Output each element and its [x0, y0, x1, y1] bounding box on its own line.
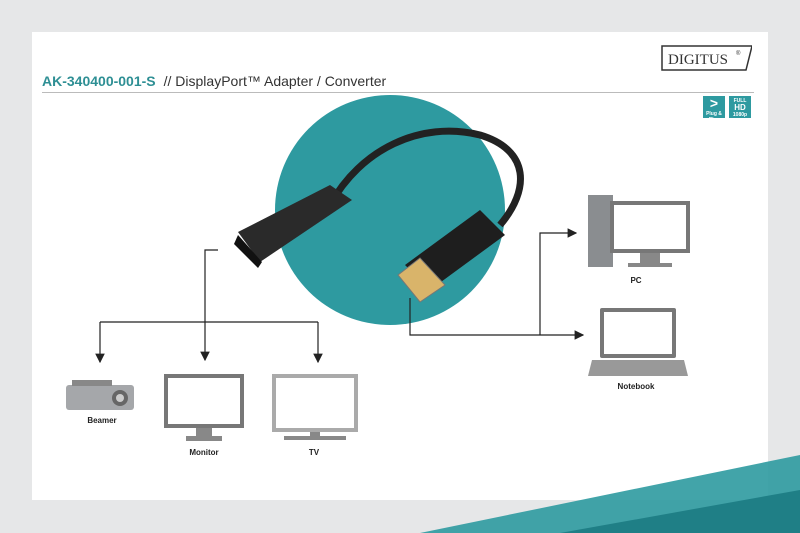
- pc-label: PC: [630, 276, 642, 285]
- plug-and-play-icon: >Plug & Play: [703, 96, 725, 123]
- beamer-icon: [66, 380, 134, 410]
- svg-text:DIGITUS: DIGITUS: [668, 52, 728, 68]
- badge-label: 1080p: [732, 112, 748, 118]
- page-title: AK-340400-001-S // DisplayPort™ Adapter /…: [42, 73, 386, 89]
- connection-lines: [95, 228, 585, 364]
- notebook-icon: [588, 308, 688, 376]
- notebook-label: Notebook: [617, 382, 655, 391]
- svg-text:®: ®: [736, 50, 741, 57]
- tv-label: TV: [308, 448, 320, 457]
- product-title: // DisplayPort™ Adapter / Converter: [163, 73, 387, 89]
- pc-icon: [588, 195, 690, 267]
- beamer-label: Beamer: [87, 416, 117, 425]
- monitor-icon: [164, 374, 244, 441]
- badge-mid: HD: [734, 103, 746, 112]
- badge-top: FULL: [733, 98, 747, 104]
- product-code: AK-340400-001-S: [42, 73, 156, 89]
- adapter-cable: [234, 127, 524, 303]
- digitus-logo: DIGITUS ®: [660, 44, 753, 72]
- badge-label: Plug & Play: [706, 111, 722, 123]
- monitor-label: Monitor: [189, 448, 219, 457]
- divider: [42, 92, 754, 93]
- tv-icon: [272, 374, 358, 440]
